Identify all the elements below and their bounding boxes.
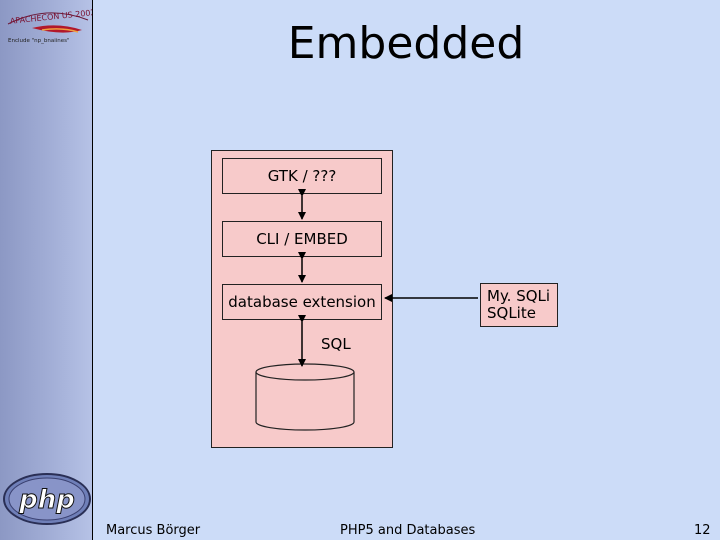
php-logo: php <box>3 473 91 525</box>
cli-embed-layer-box: CLI / EMBED <box>222 221 382 257</box>
footer-page-number: 12 <box>694 523 711 538</box>
mysqli-label: My. SQLi <box>487 287 551 305</box>
sql-label: SQL <box>321 335 351 353</box>
sidebar: APACHECON US 2002 Enclude "np_bnaiines" … <box>0 0 93 540</box>
slide-title: Embedded <box>287 18 525 69</box>
mysqli-sqlite-box: My. SQLi SQLite <box>480 283 558 327</box>
gtk-layer-box: GTK / ??? <box>222 158 382 194</box>
svg-text:APACHECON US 2002: APACHECON US 2002 <box>9 8 92 26</box>
footer-author: Marcus Börger <box>106 523 201 538</box>
footer-course: PHP5 and Databases <box>340 523 476 538</box>
apachecon-logo: APACHECON US 2002 Enclude "np_bnaiines" <box>7 8 92 44</box>
database-extension-box: database extension <box>222 284 382 320</box>
svg-text:Enclude "np_bnaiines": Enclude "np_bnaiines" <box>8 38 70 44</box>
svg-text:php: php <box>18 485 75 515</box>
sqlite-label: SQLite <box>487 304 536 322</box>
database-cylinder <box>255 363 355 431</box>
